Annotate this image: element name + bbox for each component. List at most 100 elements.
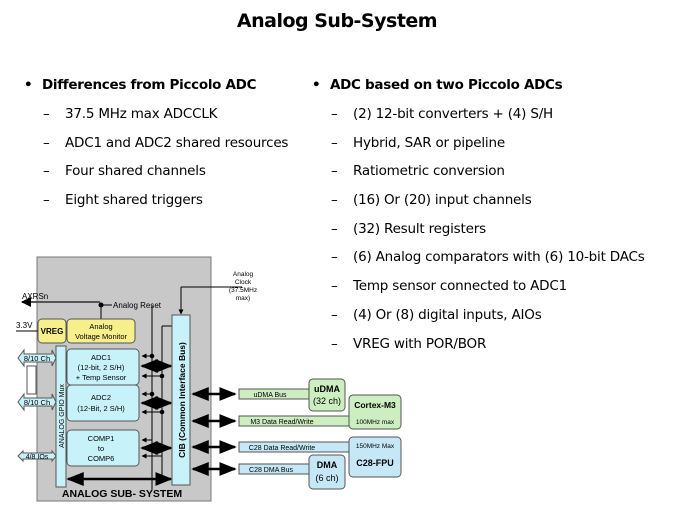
clock-label-3: (37.5MHz: [229, 287, 257, 294]
list-item: –37.5 MHz max ADCCLK: [24, 103, 324, 132]
list-item: –(32) Result registers: [312, 218, 672, 247]
cortex-m3-label: Cortex-M3: [354, 400, 396, 410]
reset-junction: [98, 302, 104, 308]
vreg-label: VREG: [41, 327, 64, 336]
cortex-m3-box: [348, 394, 402, 430]
io-arrow: 4/8 IOs: [17, 449, 57, 463]
adc2-label-1: ADC2: [91, 393, 111, 402]
udma-label-2: (32 ch): [313, 396, 341, 406]
list-item-text: (16) Or (20) input channels: [353, 192, 532, 209]
c28-dma-bus-box: [238, 463, 310, 475]
vreg-box: [37, 318, 67, 344]
subsystem-label: ANALOG SUB- SYSTEM: [62, 488, 182, 500]
list-item-text: Temp sensor connected to ADC1: [353, 278, 567, 295]
adc1-label-1: ADC1: [91, 353, 111, 362]
axrsn-label: AXRSn: [22, 292, 48, 301]
list-item: –Eight shared triggers: [24, 189, 324, 218]
dash-glyph: –: [43, 106, 50, 122]
cortex-m3-freq: 100MHz max: [356, 419, 395, 426]
udma-label-1: uDMA: [314, 384, 340, 394]
right-bullet-list: •ADC based on two Piccolo ADCs –(2) 12-b…: [312, 74, 672, 361]
channel-link: [26, 365, 37, 395]
list-item-text: (2) 12-bit converters + (4) S/H: [353, 106, 554, 122]
c28-fpu-box: [348, 436, 402, 478]
c28-fpu-label: C28-FPU: [356, 458, 394, 468]
list-item: –ADC1 and ADC2 shared resources: [24, 132, 324, 161]
dash-glyph: –: [43, 163, 50, 180]
list-item-text: VREG with POR/BOR: [353, 335, 487, 352]
left-heading-text: Differences from Piccolo ADC: [42, 77, 257, 93]
dash-glyph: –: [331, 249, 338, 266]
list-item: –(2) 12-bit converters + (4) S/H: [312, 103, 672, 132]
comp-box: [66, 429, 140, 467]
dma-label-1: DMA: [317, 460, 338, 470]
clock-label-4: max): [236, 295, 250, 302]
adc1-label-2: (12-bit, 2 S/H): [78, 363, 125, 372]
list-item-text: Hybrid, SAR or pipeline: [353, 134, 505, 151]
list-item: –Temp sensor connected to ADC1: [312, 275, 672, 304]
v33-label: 3.3V: [16, 321, 33, 330]
channel-label-2: 8/10 Ch: [24, 398, 50, 407]
list-item-text: (4) Or (8) digital inputs, AIOs: [353, 306, 542, 323]
subsystem-box: [36, 256, 212, 502]
dash-glyph: –: [331, 335, 338, 352]
list-item: –Four shared channels: [24, 160, 324, 189]
clock-label-1: Analog: [233, 271, 254, 278]
cib-bar: [171, 314, 191, 486]
list-item-text: (32) Result registers: [353, 220, 486, 237]
avm-label-1: Analog: [89, 322, 112, 331]
dma-box: [308, 454, 346, 490]
dash-glyph: –: [331, 106, 338, 122]
gpio-mux-label: ANALOG GPIO Mux: [59, 384, 66, 448]
list-item-text: Four shared channels: [65, 163, 206, 180]
adc1-label-3: + Temp Sensor: [76, 373, 127, 382]
list-item: –VREG with POR/BOR: [312, 333, 672, 362]
channel-arrow-1: 8/10 Ch: [17, 348, 57, 368]
list-item-text: ADC1 and ADC2 shared resources: [65, 134, 289, 151]
analog-reset-label: Analog Reset: [113, 301, 162, 310]
clock-label-2: Clock: [235, 279, 252, 286]
list-item-text: Eight shared triggers: [65, 192, 203, 209]
c28-bus-box: [238, 441, 350, 453]
list-item: –Ratiometric conversion: [312, 160, 672, 189]
list-item-text: 37.5 MHz max ADCCLK: [65, 106, 218, 122]
dash-glyph: –: [331, 306, 338, 323]
list-item-text: (6) Analog comparators with (6) 10-bit D…: [353, 249, 645, 266]
adc2-box: [66, 384, 140, 422]
m3-bus-label: M3 Data Read/Write: [250, 419, 313, 426]
comp-label-2: to: [98, 444, 104, 453]
bullet-glyph: •: [24, 77, 33, 93]
dash-glyph: –: [331, 220, 338, 237]
comp-label-3: COMP6: [88, 454, 115, 463]
adc1-box: [66, 348, 140, 386]
dash-glyph: –: [43, 192, 50, 209]
list-item: –Hybrid, SAR or pipeline: [312, 132, 672, 161]
channel-label-1: 8/10 Ch: [24, 354, 50, 363]
external-arrows: [191, 387, 237, 476]
avm-box: [66, 318, 136, 344]
m3-bus-box: [238, 415, 350, 427]
right-heading: • ADC based on two Piccolo ADCs: [312, 74, 672, 103]
dash-glyph: –: [331, 134, 338, 151]
internal-bus-lines: [141, 325, 172, 480]
dash-glyph: –: [331, 163, 338, 180]
list-item-text: Ratiometric conversion: [353, 163, 505, 180]
c28-fpu-freq: 150MHz Max: [356, 443, 395, 450]
adc2-label-2: (12-Bit, 2 S/H): [77, 404, 125, 413]
c28-bus-label: C28 Data Read/Write: [249, 445, 316, 452]
list-item: –(16) Or (20) input channels: [312, 189, 672, 218]
dma-label-2: (6 ch): [315, 473, 338, 483]
udma-bus-box: [238, 388, 310, 400]
comp-label-1: COMP1: [88, 434, 115, 443]
cib-data-arrows: [66, 359, 173, 486]
channel-arrow-2: 8/10 Ch: [17, 392, 57, 412]
io-label: 4/8 IOs: [26, 454, 49, 461]
dash-glyph: –: [331, 192, 338, 209]
left-heading: • Differences from Piccolo ADC: [24, 74, 324, 103]
list-item: –(4) Or (8) digital inputs, AIOs: [312, 304, 672, 333]
dash-glyph: –: [331, 278, 338, 295]
right-heading-text: ADC based on two Piccolo ADCs: [330, 77, 563, 93]
bullet-glyph: •: [312, 77, 321, 93]
udma-box: [308, 378, 346, 412]
avm-label-2: Voltage Monitor: [75, 332, 128, 341]
